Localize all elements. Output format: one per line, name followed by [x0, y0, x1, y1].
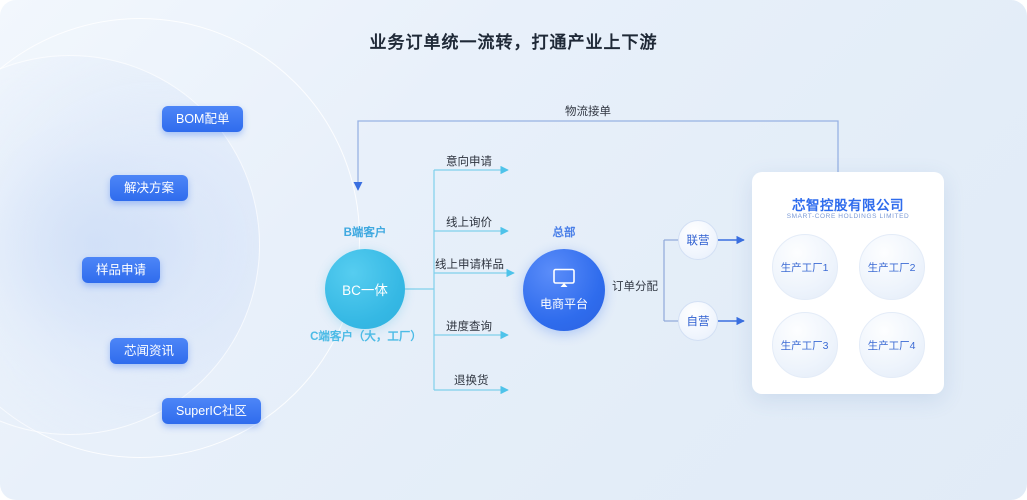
- factory-node-2[interactable]: 生产工厂2: [858, 234, 925, 300]
- flow-label-inquiry: 线上询价: [446, 217, 492, 229]
- dispatch-branch-joint[interactable]: 联营: [678, 220, 718, 260]
- flow-label-intent: 意向申请: [446, 156, 492, 168]
- dispatch-branch-self-label: 自营: [686, 316, 710, 328]
- b-customer-label: B端客户: [343, 227, 387, 239]
- sidebar-item-community[interactable]: SuperIC社区: [162, 398, 261, 424]
- factory-node-4[interactable]: 生产工厂4: [858, 312, 925, 378]
- factory-node-1[interactable]: 生产工厂1: [771, 234, 838, 300]
- flow-label-sample-request: 线上申请样品: [435, 259, 504, 271]
- factory-grid: 生产工厂1 生产工厂2 生产工厂3 生产工厂4: [766, 234, 930, 378]
- factory-label-3: 生产工厂3: [780, 339, 829, 352]
- factory-label-2: 生产工厂2: [867, 261, 916, 274]
- sidebar-item-sample[interactable]: 样品申请: [82, 257, 161, 283]
- sidebar-item-bom[interactable]: BOM配单: [162, 106, 244, 132]
- monitor-icon: [552, 268, 576, 293]
- dispatch-branch-self[interactable]: 自营: [678, 301, 718, 341]
- ecommerce-platform-label: 电商平台: [539, 297, 588, 311]
- company-subtitle: SMART-CORE HOLDINGS LIMITED: [786, 213, 910, 220]
- company-card: 芯智控股有限公司 SMART-CORE HOLDINGS LIMITED 生产工…: [752, 172, 944, 394]
- c-customer-label: C端客户（大，工厂）: [310, 331, 422, 343]
- sidebar-item-news[interactable]: 芯闻资讯: [110, 338, 189, 364]
- flow-label-progress: 进度查询: [446, 321, 492, 333]
- page-title: 业务订单统一流转，打通产业上下游: [369, 33, 658, 52]
- company-name: 芯智控股有限公司: [792, 198, 904, 213]
- dispatch-branch-joint-label: 联营: [686, 235, 710, 247]
- factory-label-1: 生产工厂1: [780, 261, 829, 274]
- ecommerce-platform-node[interactable]: 电商平台: [523, 249, 605, 331]
- bc-integrated-node[interactable]: BC一体: [325, 249, 405, 329]
- logistics-label: 物流接单: [565, 106, 611, 118]
- factory-label-4: 生产工厂4: [867, 339, 916, 352]
- bc-integrated-label: BC一体: [342, 283, 388, 298]
- flow-label-return: 退换货: [454, 375, 489, 387]
- factory-node-3[interactable]: 生产工厂3: [771, 312, 838, 378]
- sidebar-item-solution[interactable]: 解决方案: [110, 175, 189, 201]
- order-dispatch-label: 订单分配: [612, 281, 658, 293]
- headquarters-label: 总部: [552, 227, 576, 239]
